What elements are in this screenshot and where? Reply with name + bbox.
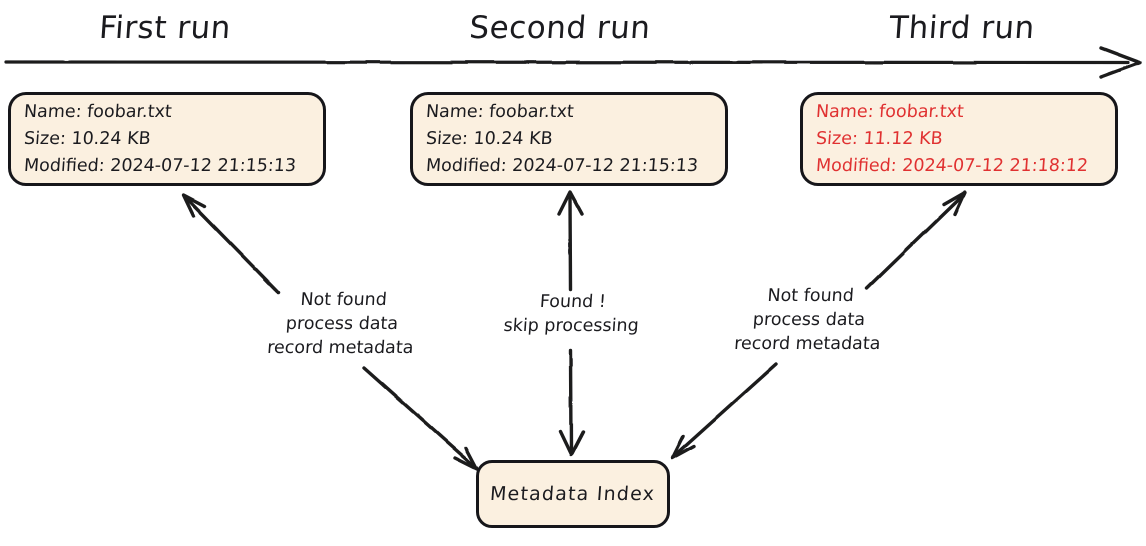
edge-label-second-run: Found ! skip processing (503, 290, 641, 338)
metadata-line-modified: Modified: 2024-07-12 21:15:13 (23, 156, 297, 176)
edge-label-line-3: record metadata (733, 334, 882, 354)
metadata-line-name: Name: foobar.txt (23, 102, 173, 122)
arrow-third-run-to-index (670, 190, 967, 460)
edge-label-line-1: Found ! (539, 292, 607, 312)
metadata-box-third-run: Name: foobar.txt Size: 11.12 KB Modified… (800, 92, 1118, 186)
edge-label-line-3: record metadata (266, 338, 415, 358)
edge-label-first-run: Not found process data record metadata (266, 288, 417, 360)
timeline-axis (4, 46, 1142, 79)
metadata-box-first-run: Name: foobar.txt Size: 10.24 KB Modified… (8, 92, 326, 186)
edge-label-line-2: process data (285, 314, 399, 334)
edge-label-line-1: Not found (766, 286, 855, 306)
metadata-line-size: Size: 10.24 KB (425, 129, 554, 149)
run-title-second: Second run (468, 10, 652, 46)
metadata-line-modified: Modified: 2024-07-12 21:15:13 (425, 156, 699, 176)
edge-label-line-2: process data (752, 310, 866, 330)
edge-label-line-2: skip processing (502, 316, 640, 336)
run-title-first: First run (97, 10, 233, 46)
edge-label-third-run: Not found process data record metadata (733, 284, 884, 356)
metadata-box-second-run: Name: foobar.txt Size: 10.24 KB Modified… (410, 92, 728, 186)
metadata-index-label: Metadata Index (489, 483, 657, 505)
metadata-line-size: Size: 11.12 KB (815, 129, 944, 149)
metadata-line-name: Name: foobar.txt (425, 102, 575, 122)
run-title-third: Third run (888, 10, 1036, 46)
metadata-line-name: Name: foobar.txt (815, 102, 965, 122)
metadata-line-modified: Modified: 2024-07-12 21:18:12 (815, 156, 1089, 176)
arrow-second-run-to-index (557, 190, 585, 457)
metadata-index-node: Metadata Index (476, 460, 670, 528)
metadata-line-size: Size: 10.24 KB (23, 129, 152, 149)
edge-label-line-1: Not found (299, 290, 388, 310)
